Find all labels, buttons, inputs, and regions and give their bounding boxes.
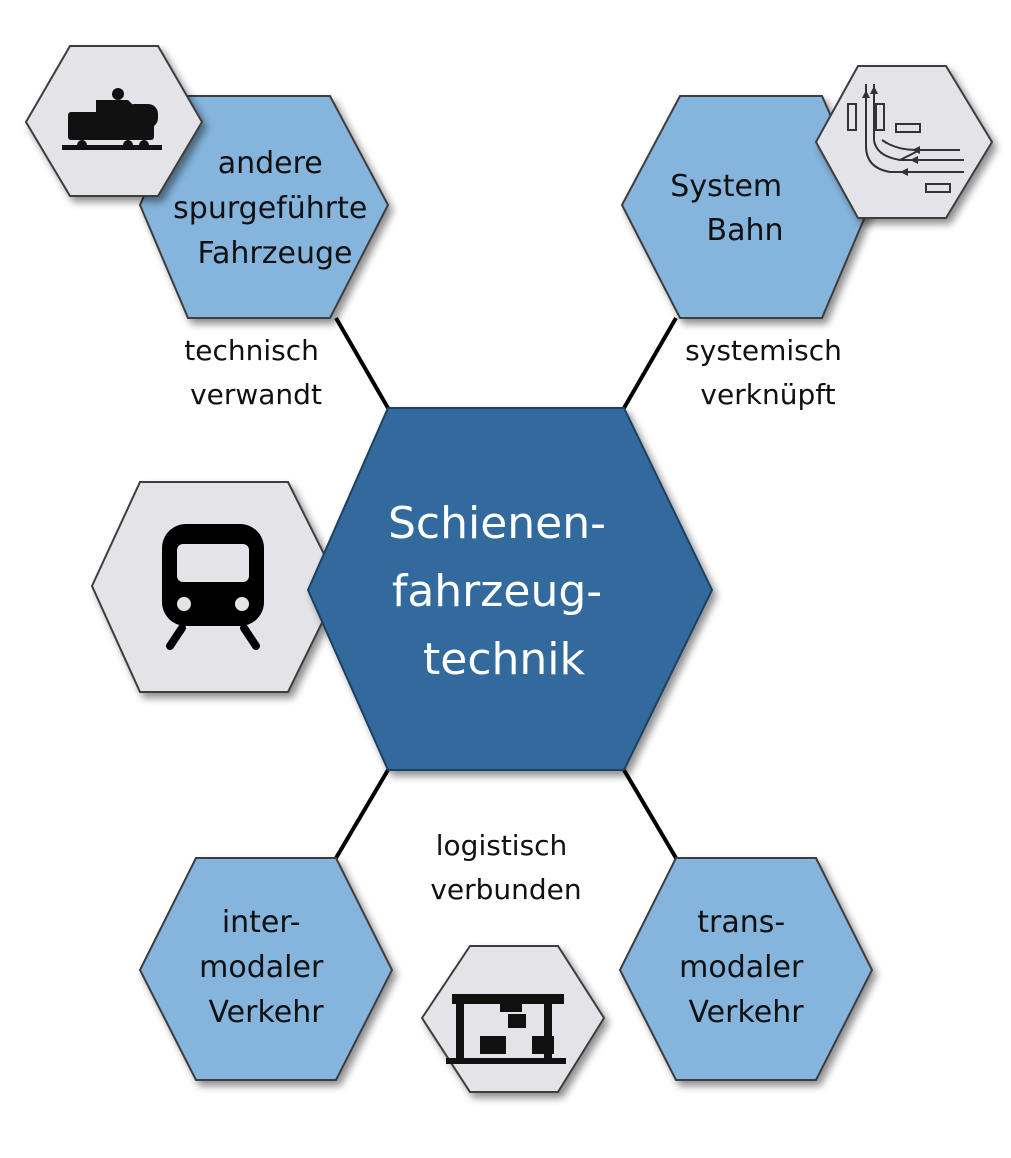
satellite-bottom-left: inter- modaler Verkehr [138,857,394,1081]
center-line-1: Schienen- [388,498,606,549]
rollercoaster-car-icon [24,45,204,197]
svg-text:systemisch verknüpft: systemisch verknüpft [685,334,851,411]
svg-text:trans- modaler Ver: trans- modaler Verkehr [679,905,813,1030]
center-line-3: technik [423,634,586,685]
connector-top-left-line-2: verwandt [190,378,322,411]
satellite-top-left-line-2: spurgeführte [173,191,367,226]
svg-text:inter- modaler Ver: inter- modaler Verkehr [199,905,333,1030]
center-hub: Schienen- fahrzeug- technik [306,407,714,771]
connector-line-top-right [622,316,678,410]
satellite-top-right-line-2: Bahn [707,213,784,248]
connector-line-bottom-left [334,768,390,860]
satellite-bottom-right-line-2: modaler [679,950,804,985]
satellite-bottom-left-line-2: modaler [199,950,324,985]
satellite-bottom-left-line-3: Verkehr [208,995,324,1030]
satellite-bottom-right-line-1: trans- [697,905,785,940]
connector-top-right-line-2: verknüpft [700,378,835,411]
svg-text:technisch verwandt: technisch verwandt [184,334,328,411]
svg-text:Schienen- fahrzeug-: Schienen- fahrzeug- technik [388,498,620,685]
hexagon-bottom-left [138,857,394,1081]
satellite-bottom-right-line-3: Verkehr [688,995,804,1030]
hexagon-center [306,407,714,771]
train-front-icon [90,481,342,693]
connector-line-bottom-right [622,768,678,860]
gantry-crane-icon [420,945,606,1093]
satellite-top-right: System Bahn [620,95,872,319]
center-line-2: fahrzeug- [392,566,602,617]
connector-top-left-line-1: technisch [184,334,319,367]
satellite-top-left-line-1: andere [218,146,323,181]
svg-text:logistisch verbunden: logistisch verbunden [430,829,581,906]
satellite-bottom-right: trans- modaler Verkehr [618,857,874,1081]
connector-bottom-line-2: verbunden [430,873,581,906]
connector-top-right-line-1: systemisch [685,334,842,367]
satellite-top-right-line-1: System [670,169,782,204]
track-layout-schematic-icon [814,65,994,219]
satellite-bottom-left-line-1: inter- [222,905,301,940]
svg-text:System Bahn: System Bahn [670,169,791,248]
satellite-top-left: andere spurgeführte Fahrzeuge [138,95,390,319]
connector-line-top-left [334,316,390,410]
connector-lines [334,316,678,860]
svg-text:andere spurgeführte: andere spurgeführte Fahrzeuge [173,146,377,271]
satellite-top-left-line-3: Fahrzeuge [198,236,353,271]
connector-bottom-line-1: logistisch [436,829,568,862]
hexagon-bottom-right [618,857,874,1081]
